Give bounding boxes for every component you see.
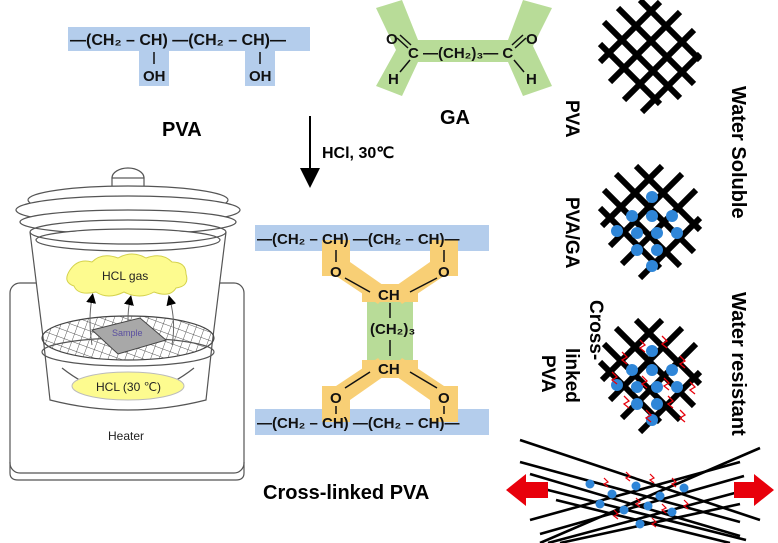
network-stretched: [519, 438, 761, 543]
ga-middle-text: C —(CH₂)₃— C: [408, 45, 513, 62]
network-pva: [597, 0, 703, 115]
o-bottom-right: O: [438, 390, 450, 407]
ga-h-left: H: [388, 71, 399, 88]
stretch-arrow-right: [734, 474, 774, 506]
crosslinked-structure: —(CH₂ – CH) —(CH₂ – CH)— —(CH₂ – CH) —(C…: [255, 225, 489, 435]
hcl-gas-cloud: [66, 253, 188, 297]
ga-structure: O O C —(CH₂)₃— C H H: [376, 0, 552, 96]
ga-o-right: O: [526, 31, 538, 48]
sample-label: Sample: [112, 328, 143, 338]
sample-plate: [90, 317, 168, 355]
network-label-pva-ga: PVA/GA: [561, 197, 582, 269]
ga-label: GA: [440, 107, 470, 129]
ga-o-left: O: [386, 31, 398, 48]
network-label-crosslinked-1: Cross-: [585, 300, 606, 360]
stretch-arrow-left: [506, 474, 548, 506]
water-resistant-label: Water resistant: [727, 292, 749, 436]
pva-backbone-highlight: [68, 27, 310, 51]
network-crosslinked-pva: [597, 317, 703, 435]
ga-h-right: H: [526, 71, 537, 88]
pva-label: PVA: [162, 119, 202, 141]
hcl-gas-label: HCL gas: [102, 269, 148, 283]
bottom-chain-text: —(CH₂ – CH) —(CH₂ – CH)—: [257, 415, 460, 432]
pva-oh-left: OH: [143, 68, 166, 85]
top-chain-text: —(CH₂ – CH) —(CH₂ – CH)—: [257, 231, 460, 248]
network-label-pva: PVA: [561, 100, 582, 138]
hcl-liquid: [71, 371, 185, 401]
network-pva-ga: [597, 163, 703, 281]
network-label-crosslinked-2: linked: [561, 348, 582, 403]
o-bottom-left: O: [330, 390, 342, 407]
ch2-3-bridge: (CH₂)₃: [370, 321, 415, 338]
pva-chain-text: —(CH₂ – CH) —(CH₂ – CH)—: [70, 32, 286, 49]
ga-highlight: [376, 0, 552, 96]
reaction-condition: HCl, 30℃: [322, 145, 394, 162]
network-label-crosslinked-3: PVA: [537, 355, 558, 393]
o-top-left: O: [330, 264, 342, 281]
ch-top: CH: [378, 287, 400, 304]
hcl-liquid-label: HCL (30 ℃): [96, 380, 161, 394]
heater-label: Heater: [108, 429, 144, 443]
crosslinked-title: Cross-linked PVA: [263, 482, 429, 504]
o-top-right: O: [438, 264, 450, 281]
water-soluble-label: Water Soluble: [727, 86, 749, 219]
pva-oh-right: OH: [249, 68, 272, 85]
ch-bottom: CH: [378, 361, 400, 378]
pva-structure: —(CH₂ – CH) —(CH₂ – CH)— OH OH: [68, 27, 310, 86]
